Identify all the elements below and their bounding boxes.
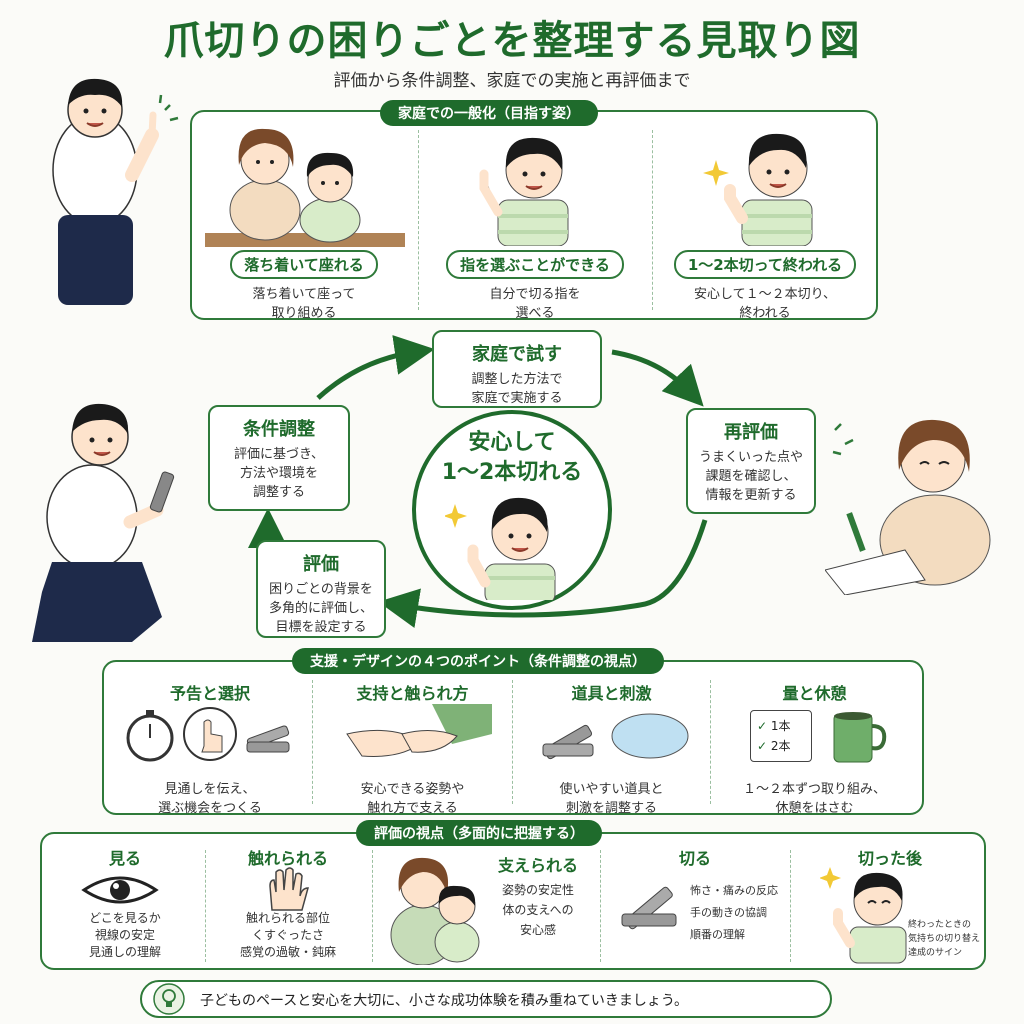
mug-icon bbox=[833, 712, 887, 763]
support-item-desc: 安心できる姿勢や触れ方で支える bbox=[360, 782, 465, 816]
hand-icon bbox=[269, 867, 309, 911]
checklist-card: ✓ 1本 ✓ 2本 bbox=[750, 710, 812, 762]
evalview-item-lines: 怖さ・痛みの反応手の動きの協調順番の理解 bbox=[690, 884, 778, 941]
goal-header: 家庭での一般化（目指す姿） bbox=[380, 100, 598, 126]
stopwatch-icon bbox=[126, 707, 290, 762]
step-try: 家庭で試す 調整した方法で家庭で実施する bbox=[432, 330, 602, 408]
center-child-waving-illustration bbox=[445, 497, 556, 600]
step-try-title: 家庭で試す bbox=[472, 344, 562, 365]
evalview-section bbox=[40, 832, 986, 970]
step-adjust-title: 条件調整 bbox=[243, 419, 315, 440]
goal-item-label: 1～2本切って終われる bbox=[673, 250, 857, 279]
step-eval: 評価 困りごとの背景を多角的に評価し、目標を設定する bbox=[256, 540, 386, 638]
teacher-kneeling-illustration bbox=[32, 403, 175, 642]
lightbulb-icon bbox=[153, 983, 185, 1015]
goal-item-desc: 自分で切る指を選べる bbox=[489, 287, 581, 321]
evalview-item-lines: 終わったときの気持ちの切り替え達成のサイン bbox=[908, 920, 981, 958]
goal-item-desc: 落ち着いて座って取り組める bbox=[252, 287, 356, 321]
evalview-item-title: 切った後 bbox=[857, 849, 922, 868]
evalview-item-title: 触れられる bbox=[247, 849, 328, 868]
step-adjust: 条件調整 評価に基づき、方法や環境を調整する bbox=[208, 405, 350, 511]
evalview-header: 評価の視点（多面的に把握する） bbox=[356, 820, 602, 846]
mother-child-sitting-illustration bbox=[205, 128, 405, 247]
support-item-desc: 使いやすい道具と刺激を調整する bbox=[559, 782, 664, 816]
page-subtitle: 評価から条件調整、家庭での実施と再評価まで bbox=[333, 71, 691, 91]
teacher-pointing-illustration bbox=[52, 78, 179, 305]
support-item-title: 予告と選択 bbox=[169, 684, 250, 703]
goal-item-label: 落ち着いて座れる bbox=[230, 250, 378, 279]
eye-icon bbox=[81, 876, 159, 904]
footer-banner bbox=[140, 980, 832, 1018]
goal-item-desc: 安心して１～２本切り、終われる bbox=[693, 287, 837, 321]
holding-hands-icon bbox=[346, 704, 492, 757]
mother-writing-illustration bbox=[825, 419, 991, 595]
nail-clipper-icon bbox=[621, 886, 677, 930]
goal-item-label: 指を選ぶことができる bbox=[446, 250, 624, 279]
support-item-desc: １～２本ずつ取り組み、休憩をはさむ bbox=[742, 782, 886, 816]
evalview-item-title: 見る bbox=[108, 849, 141, 868]
support-header: 支援・デザインの４つのポイント（条件調整の視点） bbox=[292, 648, 664, 674]
evalview-item-title: 支えられる bbox=[497, 856, 578, 875]
support-item-title: 道具と刺激 bbox=[571, 684, 652, 703]
step-eval-title: 評価 bbox=[303, 554, 339, 575]
evalview-item-title: 切る bbox=[678, 849, 711, 868]
support-item-title: 支持と触られ方 bbox=[356, 684, 469, 703]
step-reeval-title: 再評価 bbox=[724, 422, 778, 443]
child-waving-illustration bbox=[703, 133, 813, 246]
step-reeval: 再評価 うまくいった点や課題を確認し、情報を更新する bbox=[686, 408, 816, 514]
clipper-and-cushion-icon bbox=[542, 713, 689, 760]
footer-text: 子どものペースと安心を大切に、小さな成功体験を積み重ねていきましょう。 bbox=[200, 993, 689, 1009]
evalview-item-lines: 触れられる部位くすぐったさ感覚の過敏・鈍麻 bbox=[239, 911, 336, 959]
child-pointing-illustration bbox=[479, 137, 569, 246]
evalview-item-lines: 姿勢の安定性体の支えへの安心感 bbox=[501, 883, 574, 937]
mother-supporting-child-illustration bbox=[390, 857, 480, 965]
evalview-item-lines: どこを見るか視線の安定見通しの理解 bbox=[88, 911, 161, 959]
page-title: 爪切りの困りごとを整理する見取り図 bbox=[163, 18, 861, 64]
support-item-desc: 見通しを伝え、選ぶ機会をつくる bbox=[158, 782, 262, 816]
support-item-title: 量と休憩 bbox=[782, 684, 847, 703]
child-happy-illustration bbox=[820, 867, 907, 964]
